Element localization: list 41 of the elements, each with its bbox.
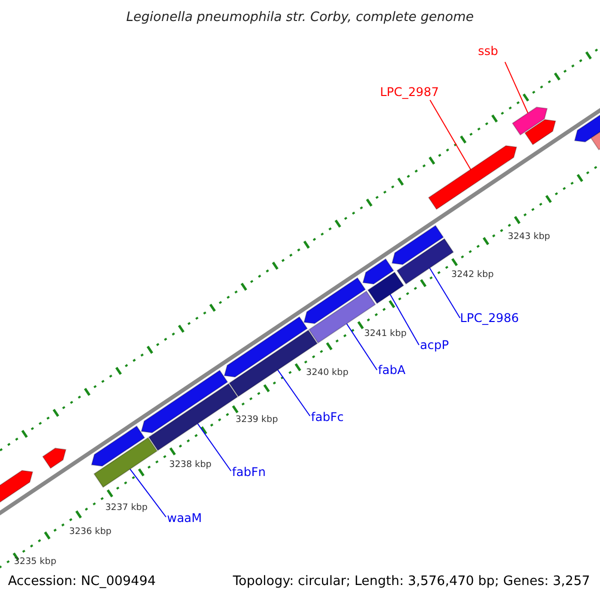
genome-info-text: Topology: circular; Length: 3,576,470 bp; Genes: 3,257 [232, 574, 590, 589]
leader-line [197, 423, 232, 472]
gene-bar [396, 238, 454, 285]
tick-label: 3237 kbp [105, 502, 148, 513]
gene-label: fabFc [311, 410, 344, 424]
gene-label: LPC_2987 [380, 85, 439, 99]
gene-block [42, 448, 66, 469]
tick-label: 3238 kbp [169, 460, 212, 470]
gene-label: waaM [167, 511, 202, 525]
leader-line [346, 323, 378, 370]
gene-bar [93, 437, 158, 488]
tick-label: 3243 kbp [508, 232, 550, 242]
leader-line [277, 369, 310, 416]
gene-block [224, 316, 308, 378]
gene-label: ssb [478, 44, 498, 58]
gene-block [428, 145, 518, 210]
leader-line [429, 268, 460, 318]
leader-line [390, 294, 420, 346]
gene-bar [367, 272, 404, 304]
tick-label: 3236 kbp [69, 526, 112, 537]
gene-label: LPC_2986 [460, 311, 519, 325]
gene-label: acpP [420, 338, 449, 352]
gene-block [512, 106, 548, 136]
tick-label: 3242 kbp [451, 270, 494, 280]
leader-line [130, 468, 166, 518]
gene-block [90, 425, 146, 467]
gene-label: fabA [378, 363, 406, 377]
accession-text: Accession: NC_009494 [8, 574, 156, 589]
title: Legionella pneumophila str. Corby, complete genome [125, 10, 475, 25]
gene-block [140, 370, 228, 434]
gene-label: fabFn [232, 465, 266, 479]
tick-label: 3240 kbp [306, 368, 348, 378]
tick-label: 3235 kbp [14, 556, 56, 567]
gene-block [303, 277, 366, 324]
gene-block [524, 119, 556, 146]
tick-label: 3239 kbp [236, 415, 278, 426]
tick-label: 3241 kbp [364, 328, 407, 339]
gene-block [362, 258, 394, 285]
leader-line [430, 100, 472, 170]
leader-line [504, 62, 528, 114]
gene-block [391, 224, 444, 266]
